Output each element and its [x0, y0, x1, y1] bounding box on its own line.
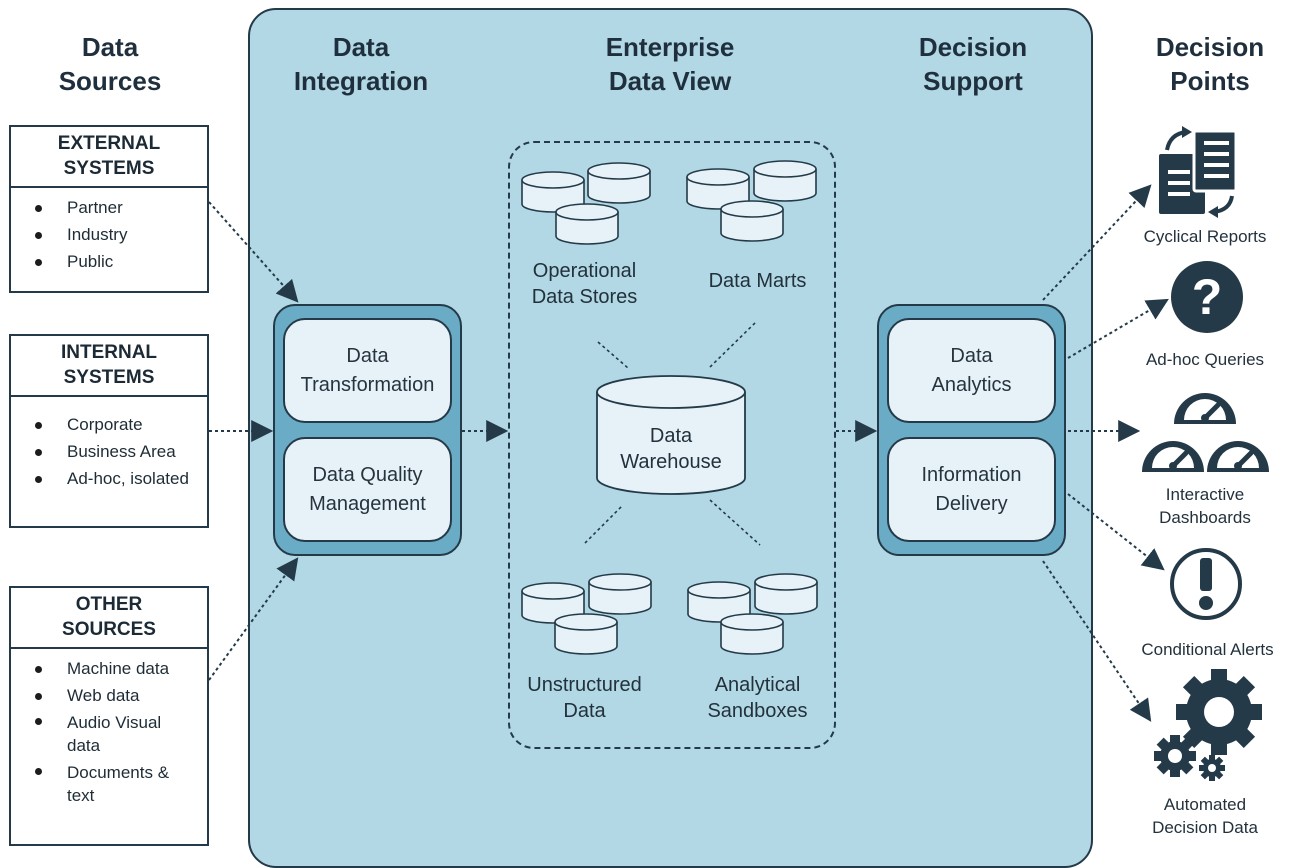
diagram-graphics: ? [208, 126, 1269, 781]
gauge-icon [1142, 393, 1269, 472]
exclamation-icon [1170, 548, 1242, 620]
source-item: Documents & text [35, 759, 177, 809]
question-mark-icon: ? [1171, 261, 1243, 333]
gears-icon [1154, 669, 1262, 781]
data-marts-icon [686, 160, 817, 242]
connector-to-automated [1042, 560, 1152, 722]
source-item: Partner [35, 194, 199, 221]
source-item: Machine data [35, 655, 177, 682]
connector-other-to-integration [208, 557, 299, 681]
cyclical-reports-label: Cyclical Reports [1143, 227, 1267, 246]
data-marts-label: Data Marts [708, 270, 807, 292]
warehouse-spokes [584, 321, 761, 546]
source-item: Ad-hoc, isolated [35, 465, 199, 492]
data-warehouse-icon [596, 375, 746, 495]
conditional-alerts-label: Conditional Alerts [1141, 640, 1274, 659]
document-refresh-icon [1159, 126, 1238, 218]
operational-data-stores-icon [521, 162, 651, 245]
connector-external-to-integration [208, 201, 299, 303]
adhoc-queries-label: Ad-hoc Queries [1145, 350, 1265, 369]
svg-text:?: ? [1192, 269, 1223, 325]
source-item: Industry [35, 221, 199, 248]
analytical-sandboxes-icon [687, 573, 818, 655]
enterprise-data-view-frame [508, 141, 836, 749]
source-item: Public [35, 248, 199, 275]
source-item: Audio Visual data [35, 709, 177, 759]
connector-to-reports [1042, 184, 1152, 301]
source-item: Web data [35, 682, 177, 709]
source-item: Business Area [35, 438, 199, 465]
connector-to-queries [1067, 298, 1169, 359]
connector-to-alerts [1067, 493, 1165, 571]
source-item: Corporate [35, 411, 199, 438]
unstructured-data-icon [521, 573, 652, 655]
